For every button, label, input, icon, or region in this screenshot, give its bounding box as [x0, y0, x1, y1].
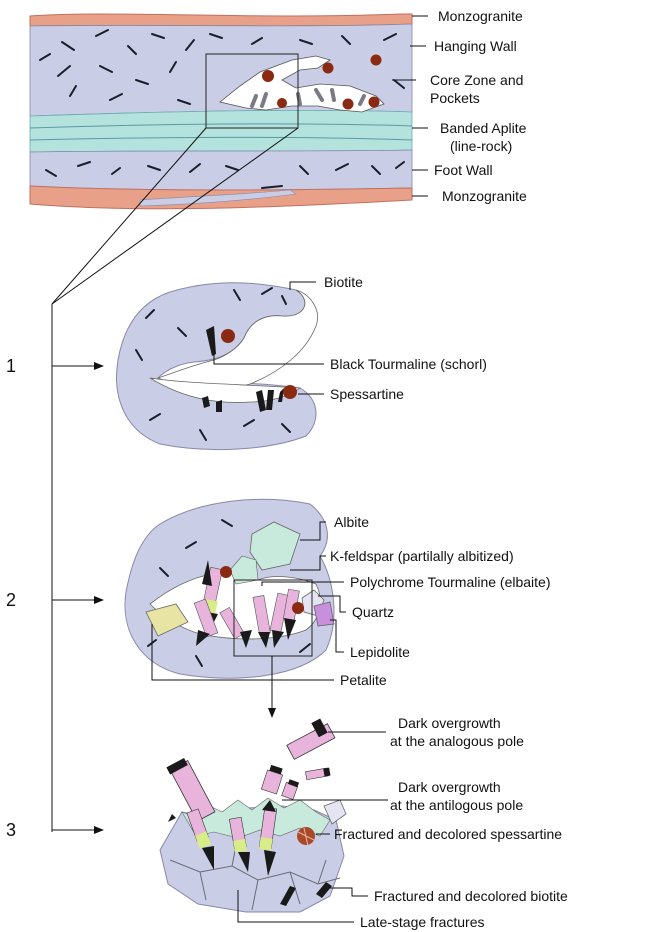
spessartine-garnet — [292, 602, 304, 614]
label-monzogranite-bottom: Monzogranite — [442, 188, 527, 204]
stage-1-arrowhead — [94, 362, 104, 370]
label-dark-overgrowth-analogous-line2: at the analogous pole — [390, 733, 524, 749]
foot-wall — [30, 150, 412, 190]
banded-aplite — [30, 110, 412, 152]
stage-3-pocket — [160, 718, 346, 912]
spessartine-garnet — [262, 70, 274, 82]
label-late-stage-fractures: Late-stage fractures — [360, 914, 485, 930]
fractured-biotite — [168, 814, 176, 822]
label-monzogranite-top: Monzogranite — [438, 8, 523, 24]
stage-2-number: 2 — [6, 590, 16, 610]
stage-1-pocket — [117, 283, 318, 450]
lepidolite-crystal — [314, 602, 334, 626]
label-banded-aplite-line2: (line-rock) — [450, 138, 512, 154]
label-dark-overgrowth-antilogous-line1: Dark overgrowth — [398, 779, 501, 795]
schorl-crystal — [216, 400, 222, 412]
label-banded-aplite-line1: Banded Aplite — [440, 120, 527, 136]
stage-2-arrowhead — [94, 596, 104, 604]
monzogranite-upper-band — [30, 14, 412, 26]
label-albite: Albite — [334, 514, 369, 530]
label-dark-overgrowth-analogous-line1: Dark overgrowth — [398, 715, 501, 731]
broken-crystal-fragments — [261, 718, 335, 799]
stage-3-arrowhead — [94, 826, 104, 834]
label-fractured-biotite: Fractured and decolored biotite — [374, 888, 568, 904]
stage-connector-lines — [52, 128, 298, 832]
spessartine-garnet — [283, 385, 297, 399]
stage-3-number: 3 — [6, 820, 16, 840]
label-petalite: Petalite — [340, 672, 387, 688]
label-spessartine: Spessartine — [330, 386, 404, 402]
inset-down-arrowhead — [268, 708, 276, 718]
spessartine-garnet — [277, 98, 287, 108]
spessartine-garnet — [323, 63, 334, 74]
pegmatite-dike-cross-section — [30, 14, 412, 209]
stage-2-pocket — [125, 499, 334, 678]
spessartine-garnet — [343, 99, 354, 110]
label-black-tourmaline: Black Tourmaline (schorl) — [330, 356, 487, 372]
spessartine-garnet — [220, 566, 232, 578]
stage-1-number: 1 — [6, 356, 16, 376]
label-dark-overgrowth-antilogous-line2: at the antilogous pole — [390, 797, 523, 813]
label-hanging-wall: Hanging Wall — [434, 38, 517, 54]
label-core-zone-line2: Pockets — [430, 90, 480, 106]
label-polychrome-tourmaline: Polychrome Tourmaline (elbaite) — [350, 574, 551, 590]
label-k-feldspar: K-feldspar (partilally albitized) — [330, 548, 514, 564]
label-foot-wall: Foot Wall — [434, 162, 493, 178]
label-core-zone-line1: Core Zone and — [430, 72, 523, 88]
label-fractured-spessartine: Fractured and decolored spessartine — [334, 826, 562, 842]
spessartine-garnet — [221, 329, 235, 343]
label-lepidolite: Lepidolite — [350, 644, 410, 660]
label-biotite: Biotite — [324, 274, 363, 290]
spessartine-garnet — [369, 97, 380, 108]
label-quartz: Quartz — [352, 604, 394, 620]
spessartine-garnet — [371, 55, 382, 66]
